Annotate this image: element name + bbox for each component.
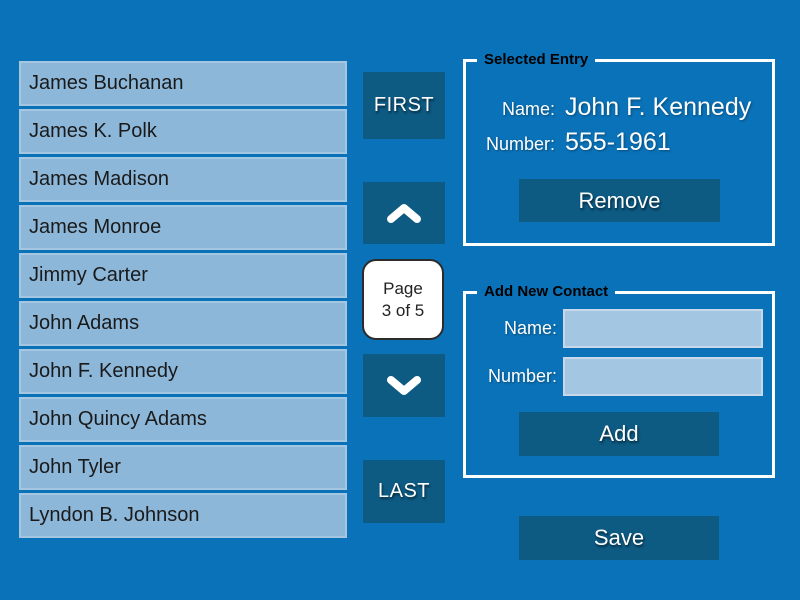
add-number-row: Number: — [466, 357, 772, 396]
add-name-input[interactable] — [563, 309, 763, 348]
selected-entry-groupbox: Selected Entry Name: John F. Kennedy Num… — [463, 51, 775, 246]
contact-list-item[interactable]: James Madison — [19, 157, 347, 202]
contact-list-item[interactable]: John Quincy Adams — [19, 397, 347, 442]
add-number-input[interactable] — [563, 357, 763, 396]
page-indicator-line1: Page — [383, 278, 423, 298]
contact-list-item[interactable]: Jimmy Carter — [19, 253, 347, 298]
selected-number-row: Number: 555-1961 — [466, 127, 772, 157]
selected-name-value: John F. Kennedy — [565, 93, 752, 121]
add-number-label: Number: — [487, 366, 557, 386]
chevron-up-icon — [384, 200, 424, 226]
contact-list-item[interactable]: John Tyler — [19, 445, 347, 490]
add-new-contact-title: Add New Contact — [477, 283, 616, 300]
add-button[interactable]: Add — [519, 412, 719, 456]
selected-entry-title: Selected Entry — [477, 51, 596, 68]
last-page-button[interactable]: LAST — [363, 460, 445, 523]
add-name-label: Name: — [503, 318, 557, 338]
contact-list: James Buchanan James K. Polk James Madis… — [19, 61, 347, 538]
contact-list-item[interactable]: John F. Kennedy — [19, 349, 347, 394]
selected-number-label: Number: — [485, 134, 555, 154]
selected-name-row: Name: John F. Kennedy — [466, 92, 772, 122]
add-name-row: Name: — [466, 309, 772, 348]
contact-list-item[interactable]: John Adams — [19, 301, 347, 346]
page-indicator-line2: 3 of 5 — [381, 300, 425, 320]
contact-list-item[interactable]: James K. Polk — [19, 109, 347, 154]
remove-button[interactable]: Remove — [519, 179, 720, 222]
contact-list-item[interactable]: James Monroe — [19, 205, 347, 250]
add-new-contact-groupbox: Add New Contact Name: Number: Add — [463, 283, 775, 478]
chevron-down-icon — [384, 373, 424, 399]
contact-list-item[interactable]: Lyndon B. Johnson — [19, 493, 347, 538]
selected-name-label: Name: — [501, 99, 555, 119]
previous-page-button[interactable] — [363, 182, 445, 244]
selected-number-value: 555-1961 — [565, 128, 671, 156]
page-indicator: Page 3 of 5 — [362, 259, 444, 340]
save-button[interactable]: Save — [519, 516, 719, 560]
next-page-button[interactable] — [363, 354, 445, 417]
contact-list-item[interactable]: James Buchanan — [19, 61, 347, 106]
first-page-button[interactable]: FIRST — [363, 72, 445, 139]
